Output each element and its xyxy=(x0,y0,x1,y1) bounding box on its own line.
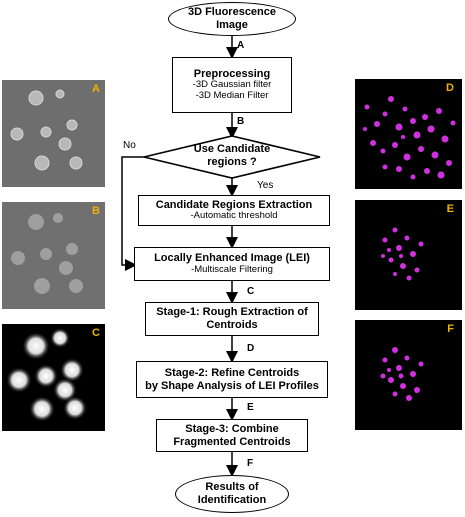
edge-label-a: A xyxy=(237,40,245,51)
panel-d-letter: D xyxy=(446,82,454,94)
panel-b-cells xyxy=(11,213,83,294)
edge-label-e: E xyxy=(247,402,254,413)
end-line2: Identification xyxy=(197,494,267,506)
preprocessing-line1: -3D Gaussian filter xyxy=(192,79,272,91)
stage2-line1: Stage-2: Refine Centroids xyxy=(164,366,300,379)
panel-a-cells xyxy=(10,89,83,171)
preprocessing-line2: -3D Median Filter xyxy=(195,90,269,102)
decision-text: Use Candidate regions ? xyxy=(170,143,294,168)
panel-b-letter: B xyxy=(92,205,100,217)
panel-c-letter: C xyxy=(92,327,100,339)
decision-line2: regions ? xyxy=(207,155,257,168)
preprocessing-box: Preprocessing -3D Gaussian filter -3D Me… xyxy=(172,57,292,113)
decision-line1: Use Candidate xyxy=(193,143,271,155)
panel-a-image: A xyxy=(2,80,105,187)
edge-label-b: B xyxy=(237,116,245,127)
stage2-line2: by Shape Analysis of LEI Profiles xyxy=(145,379,319,392)
candidate-extraction-box: Candidate Regions Extraction -Automatic … xyxy=(138,195,330,226)
lei-sub: -Multiscale Filtering xyxy=(191,263,273,275)
panel-f-image: F xyxy=(355,320,462,430)
panel-e-cells xyxy=(381,227,424,281)
candidate-title: Candidate Regions Extraction xyxy=(155,198,313,211)
panel-d-image: D xyxy=(355,79,462,189)
stage2-box: Stage-2: Refine Centroids by Shape Analy… xyxy=(136,361,328,398)
panel-c-image: C xyxy=(2,324,105,431)
stage1-line2: Centroids xyxy=(206,319,258,331)
stage1-line1: Stage-1: Rough Extraction of xyxy=(156,306,308,319)
start-line2: Image xyxy=(216,19,248,31)
lei-box: Locally Enhanced Image (LEI) -Multiscale… xyxy=(134,247,330,281)
stage3-box: Stage-3: Combine Fragmented Centroids xyxy=(156,419,308,452)
candidate-sub: -Automatic threshold xyxy=(190,210,278,222)
panel-f-cells xyxy=(380,347,424,401)
stage1-box: Stage-1: Rough Extraction of Centroids xyxy=(145,302,319,336)
edge-label-f: F xyxy=(247,458,254,469)
start-line1: 3D Fluorescence xyxy=(187,6,277,19)
stage3-line2: Fragmented Centroids xyxy=(173,435,291,448)
panel-e-letter: E xyxy=(446,203,454,215)
end-node: Results of Identification xyxy=(175,475,289,513)
decision-diamond xyxy=(143,135,321,179)
panel-f-letter: F xyxy=(447,323,454,335)
preprocessing-title: Preprocessing xyxy=(193,67,271,80)
panel-c-cells xyxy=(6,328,87,422)
lei-title: Locally Enhanced Image (LEI) xyxy=(154,252,310,265)
stage3-line1: Stage-3: Combine xyxy=(185,422,279,435)
label-no: No xyxy=(123,140,136,151)
edge-label-d: D xyxy=(247,343,255,354)
end-line1: Results of xyxy=(205,481,259,494)
panel-e-image: E xyxy=(355,200,462,310)
label-yes: Yes xyxy=(257,180,274,191)
start-node: 3D Fluorescence Image xyxy=(168,2,296,36)
panel-a-letter: A xyxy=(92,83,100,95)
panel-d-cells xyxy=(363,96,456,180)
panel-b-image: B xyxy=(2,202,105,309)
arrow-no xyxy=(121,156,144,271)
edge-label-c: C xyxy=(247,286,255,297)
